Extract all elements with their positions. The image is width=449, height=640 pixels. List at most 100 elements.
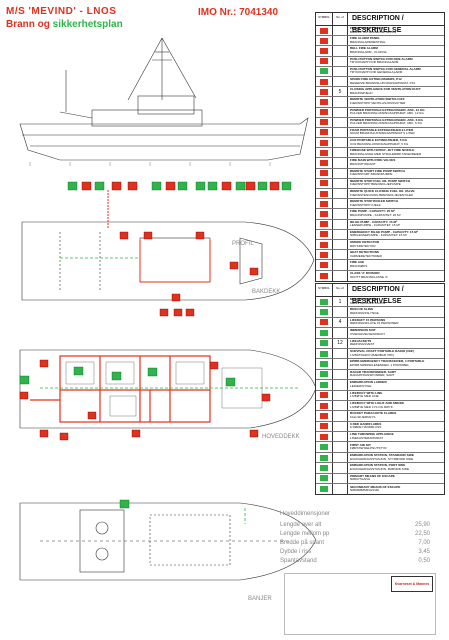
legend-count [333, 239, 348, 250]
legend-text-no: SKUM BRANNSLUKNINGSAPPARAT 9 LITER [350, 131, 415, 136]
legend-col-symbol: SYMBOL [316, 284, 333, 296]
legend-symbol [316, 56, 333, 66]
legend-symbol [316, 421, 333, 432]
legend-text-en: PUSH BUTTON SWITCH FOR FIRE ALARM [350, 56, 413, 61]
wheelhouse [137, 95, 195, 115]
legend-text-no: BRANNHYDRANT [350, 162, 376, 167]
legend-text-en: FIRE PUMP - CAPACITY: 20 M³ [350, 209, 395, 214]
dimension-label: Lengde over alt [280, 522, 322, 528]
legend-text-no: BRANNØKS [350, 263, 368, 268]
legend-text-en: SPARE FIRE EXTINGUISHERS, P12 [350, 76, 402, 81]
legend-text-no: REDNINGSFLÅTE 15 PERSONER [350, 321, 399, 326]
legend-text-en: CO2 PORTABLE EXTINGUISHER, 5 KG [350, 138, 408, 143]
bottom-hull [19, 502, 317, 581]
muster-station-icon [320, 298, 328, 305]
legend-text-en: EMBARKATION STATION, PORT SIDE [350, 463, 406, 468]
legend-symbol [316, 158, 333, 168]
legend-title: DESCRIPTION / BESKRIVELSE [352, 15, 404, 34]
legend-text-no: LIVBØYE MED LINE [350, 394, 379, 399]
legend-count [333, 270, 348, 281]
remote-pump-icon [320, 170, 328, 177]
legend-text-no: REDNINGSVEST [350, 342, 375, 347]
legend-text-no: FALLSKJERMLYS [350, 414, 376, 419]
legend-count [333, 359, 348, 369]
legend-text-en: PUSH BUTTON SWITCH FOR GENERAL ALARM [350, 66, 421, 71]
legend-symbol [316, 239, 333, 250]
legend-count [333, 432, 348, 442]
dimension-value: 3,45 [418, 549, 430, 555]
legend-count [333, 66, 348, 76]
legend-count [333, 219, 348, 229]
vessel-title: M/S 'MEVIND' - LNOS [6, 6, 117, 17]
legend-count [333, 56, 348, 66]
legend-text-en: FIRE MAIN WITH FIRE VALVES [350, 158, 396, 163]
legend-text-no: LINEKASTERAPPARAT [350, 435, 384, 440]
secondary-escape-icon [320, 486, 328, 493]
legend-text-en: 6 RED HANDFLARES [350, 421, 382, 426]
legend-text-no: EPIRB NØDPEILESENDER, 1 PORTABEL [350, 363, 410, 368]
legend-text-en: REMOTE START FIRE PUMP SWITCH [350, 168, 405, 173]
legend-symbol [316, 380, 333, 390]
legend-count [333, 107, 348, 117]
legend-count [333, 390, 348, 400]
legend-text-en: REMOTE VENTILATION SWITCH OFF [350, 97, 405, 102]
deck-label-middle: HOVEDDEKK [262, 434, 300, 440]
heat-detector-icon [320, 251, 328, 258]
legend-text-en: BELL FIRE ALARM [350, 46, 378, 51]
legend-text-no: TRYKKNAPP FOR BRANNALARM [350, 60, 399, 65]
bell-icon [320, 47, 328, 54]
embarkation-station-icon [320, 454, 328, 461]
dimension-value: 7,00 [418, 540, 430, 546]
legend-text-no: EVAKUERINGSSTASJON, STYRBORD SIDE [350, 456, 414, 461]
legend-description: SURVIVAL CRAFT PORTABLE RADIO (VHF)LIVBÅ… [348, 349, 444, 358]
legend-header: SYMBOL No. of DESCRIPTION / BESKRIVELSE [316, 284, 444, 305]
legend-text-en: EMERGENCY BILGE PUMP - CAPACITY: 15 M³ [350, 229, 418, 234]
legend-count [333, 260, 348, 270]
legend-text-no: NØDRØMMINGSVEI [350, 488, 380, 493]
company-logo: Kvarneset & Mannes [391, 576, 433, 592]
dimension-label: Spantavstand [280, 558, 317, 564]
legend-text-no: BRANN- OG SIKKERHETSPLAN [350, 29, 397, 34]
legend-text-en: LINE THROWING APPLIANCE [350, 432, 394, 437]
legend-symbol [316, 107, 333, 117]
legend-count [333, 209, 348, 219]
legend-text-no: EVAKUERINGSSTASJON, BABORD SIDE [350, 466, 410, 471]
fire-alarm-panel-icon [320, 37, 328, 44]
legend-count [333, 328, 348, 338]
legend-symbol [316, 484, 333, 495]
legend-symbol [316, 270, 333, 281]
legend-symbol [316, 127, 333, 138]
legend-symbol [316, 473, 333, 484]
legend-symbol [316, 317, 333, 328]
lifebuoy-icon [320, 319, 328, 326]
legend-count [333, 138, 348, 148]
legend-life-saving: SYMBOL No. of DESCRIPTION / BESKRIVELSE … [315, 283, 445, 496]
legend-count [333, 229, 348, 239]
legend-symbol [316, 369, 333, 380]
legend-count [333, 380, 348, 390]
legend-text-en: FIRE & SAFETY PLAN [350, 26, 383, 30]
legend-count [333, 199, 348, 209]
legend-text-no: FJERNSTENGNING BRENNOLJEVENTILER [350, 192, 413, 197]
legend-count [333, 168, 348, 178]
smoke-detector-icon [320, 241, 328, 248]
